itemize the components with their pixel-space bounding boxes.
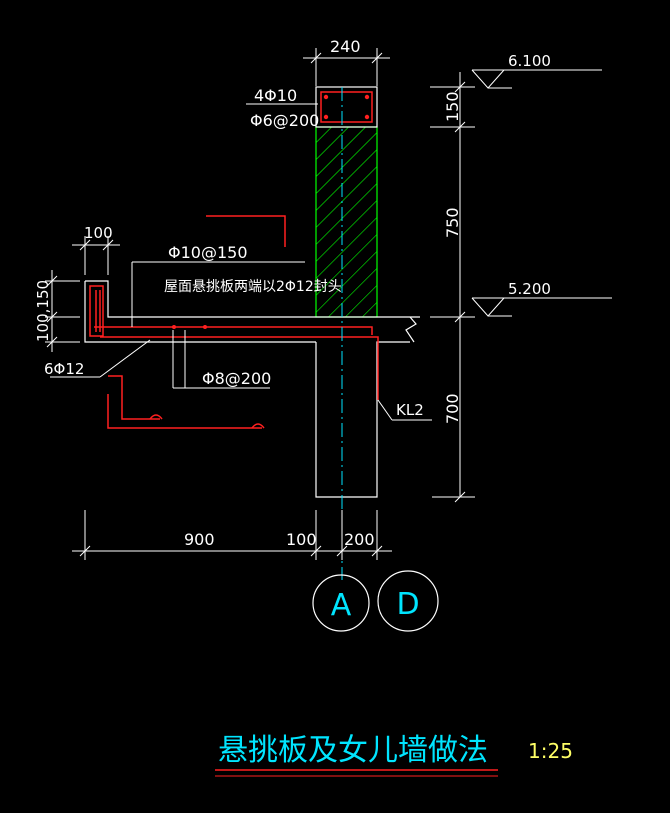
coping-bar <box>323 94 329 100</box>
slab-outline <box>84 280 420 498</box>
label-slab-note: 屋面悬挑板两端以2Φ12封头 <box>164 279 342 295</box>
axis-bubble-d <box>377 570 439 632</box>
axis-label-d: D <box>396 587 419 622</box>
dim-left-width: 100 <box>84 224 113 242</box>
rebar-group <box>89 215 379 429</box>
dim-bottom-900: 900 <box>184 530 215 549</box>
dim-bottom-100: 100 <box>286 530 317 549</box>
dim-150: 150 <box>443 91 462 122</box>
axis-label-a: A <box>331 588 352 623</box>
drawing-title: 悬挑板及女儿墙做法 <box>218 733 488 768</box>
dimension-lines <box>45 48 612 560</box>
dim-bottom-200: 200 <box>344 530 375 549</box>
label-edge-rebar: 6Φ12 <box>44 360 84 378</box>
coping-stirrup <box>320 91 373 123</box>
leader-lines <box>50 103 432 421</box>
label-slab-rebar: Φ10@150 <box>168 243 248 262</box>
label-beam: KL2 <box>396 401 424 419</box>
parapet-wall-hatch <box>315 126 378 318</box>
elevation-5200: 5.200 <box>508 280 551 298</box>
drawing-scale: 1:25 <box>528 739 573 763</box>
label-top-stirrup: Φ6@200 <box>250 111 319 130</box>
label-distribution: Φ8@200 <box>202 369 271 388</box>
dim-top-width: 240 <box>330 37 361 56</box>
dim-700: 700 <box>443 393 462 424</box>
coping-bar <box>323 114 329 120</box>
coping-beam <box>315 86 378 128</box>
coping-bar <box>364 114 370 120</box>
label-top-rebar: 4Φ10 <box>254 86 297 105</box>
axis-bubble-a <box>312 574 370 632</box>
dim-750: 750 <box>443 207 462 238</box>
dim-left-height: 100,150 <box>34 280 52 342</box>
elevation-6100: 6.100 <box>508 52 551 70</box>
coping-bar <box>364 94 370 100</box>
